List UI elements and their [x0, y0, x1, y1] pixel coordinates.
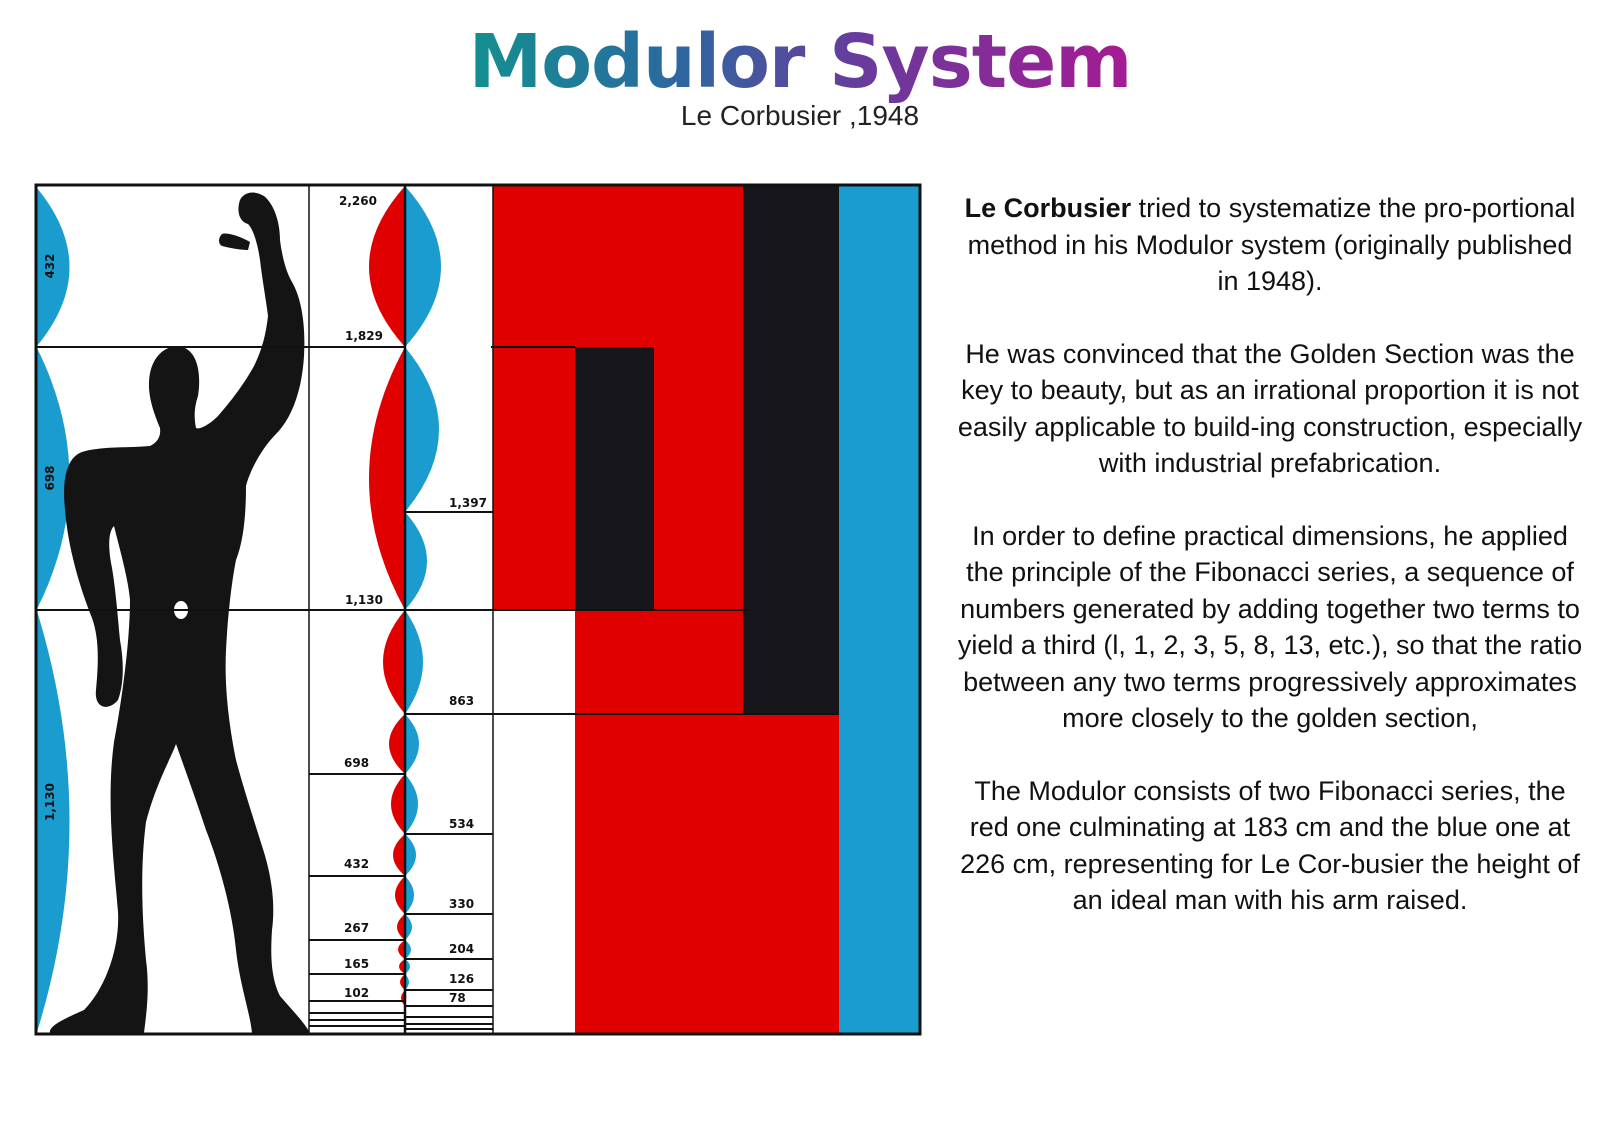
blue-label-204: 204: [449, 942, 474, 956]
red-lens-1: [369, 347, 405, 610]
red-label-1130: 1,130: [345, 593, 383, 607]
description-panel: Le Corbusier tried to systematize the pr…: [955, 190, 1585, 955]
red-block-middle: [575, 610, 743, 714]
red-lens-7: [397, 914, 405, 940]
left-lens-432: [37, 188, 70, 346]
red-lens-4: [391, 774, 405, 834]
blue-lens-8: [405, 914, 412, 940]
red-label-1829: 1,829: [345, 329, 383, 343]
blue-bar: [839, 186, 921, 1034]
red-lens-3: [389, 714, 405, 774]
blue-lens-5: [405, 774, 418, 834]
blue-lens-9: [405, 940, 411, 959]
blue-label-863: 863: [449, 694, 474, 708]
red-lens-6: [395, 876, 405, 914]
left-label-698: 698: [43, 465, 57, 490]
red-block-bottom: [575, 714, 839, 1034]
red-label-267: 267: [344, 921, 369, 935]
paragraph-golden-section: He was convinced that the Golden Section…: [957, 338, 1583, 479]
left-lens-1130: [37, 611, 70, 1032]
blue-lens-1: [405, 347, 439, 512]
fibonacci-lens-chain: [369, 186, 441, 1006]
black-block-inner: [575, 347, 654, 610]
blue-label-330: 330: [449, 897, 474, 911]
red-label-165: 165: [344, 957, 369, 971]
red-label-432: 432: [344, 857, 369, 871]
red-lens-5: [393, 834, 405, 876]
blue-lens-2: [405, 512, 427, 610]
red-label-102: 102: [344, 986, 369, 1000]
blue-label-1397: 1,397: [449, 496, 487, 510]
page-title: Modulor System: [468, 19, 1133, 105]
black-block-tall: [743, 186, 839, 714]
left-label-432: 432: [43, 253, 57, 278]
blue-lens-7: [405, 876, 414, 914]
red-lens-8: [398, 940, 405, 959]
red-lens-9: [399, 959, 405, 974]
paragraph-two-series: The Modulor consists of two Fibonacci se…: [960, 775, 1580, 916]
blue-lens-6: [405, 834, 416, 876]
intro-rest: tried to systematize the pro-portional m…: [967, 193, 1576, 296]
blue-lens-4: [405, 714, 419, 774]
blue-label-126: 126: [449, 972, 474, 986]
blue-lens-3: [405, 610, 423, 714]
paragraph-intro: Le Corbusier tried to systematize the pr…: [955, 190, 1585, 300]
red-lens-0: [369, 186, 405, 347]
red-lens-2: [383, 610, 405, 714]
intro-bold-name: Le Corbusier: [964, 193, 1132, 223]
left-lens-698: [37, 348, 70, 609]
diagram-frame: [34, 183, 922, 1036]
blue-label-78: 78: [449, 991, 466, 1005]
paragraph-fibonacci: In order to define practical dimensions,…: [957, 520, 1583, 734]
red-label-698: 698: [344, 756, 369, 770]
page-subtitle: Le Corbusier ,1948: [680, 100, 920, 131]
blue-lens-0: [405, 186, 441, 347]
red-label-2260: 2,260: [339, 194, 377, 208]
left-label-1130: 1,130: [43, 783, 57, 821]
blue-label-534: 534: [449, 817, 474, 831]
